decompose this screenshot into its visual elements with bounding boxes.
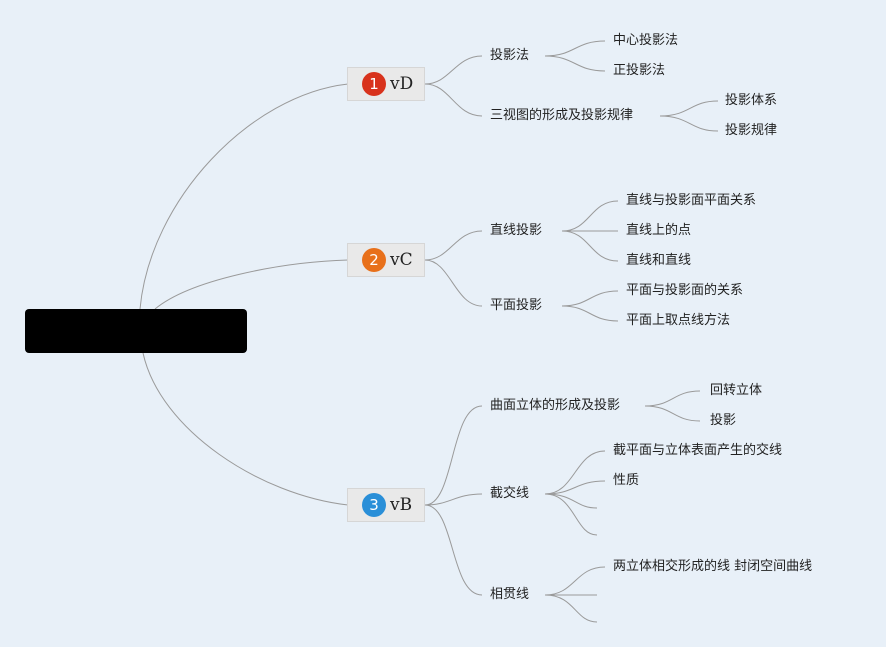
branch-2[interactable]: 2 vC [347, 243, 425, 277]
subtopic-2-1-2[interactable]: 直线上的点 [626, 223, 692, 238]
topic-1-1[interactable]: 投影法 [490, 48, 530, 63]
link-b2-t2-c2 [561, 305, 619, 322]
link-b1-t1-c2 [544, 55, 606, 72]
link-b3-t2-c3 [544, 493, 598, 509]
link-b3-t3 [424, 504, 483, 596]
subtopic-3-1-2[interactable]: 投影 [710, 413, 737, 428]
link-b1-t2 [424, 83, 483, 117]
link-b3-t1-c1 [644, 390, 701, 407]
link-b3-t2-c4 [544, 493, 598, 536]
link-b2-t1-c3 [561, 230, 619, 262]
subtopic-1-1-1[interactable]: 中心投影法 [613, 33, 679, 48]
link-b3-t2-c2 [544, 480, 606, 495]
topic-2-2[interactable]: 平面投影 [490, 298, 543, 313]
topic-3-3[interactable]: 相贯线 [490, 587, 530, 602]
link-b3-t3-c1 [544, 566, 606, 596]
subtopic-2-2-1[interactable]: 平面与投影面的关系 [626, 283, 744, 298]
number-1-badge-icon: 1 [362, 72, 386, 96]
topic-3-2[interactable]: 截交线 [490, 486, 530, 501]
topic-1-2[interactable]: 三视图的形成及投影规律 [490, 108, 634, 123]
root-topic[interactable] [25, 309, 247, 353]
subtopic-3-2-1[interactable]: 截平面与立体表面产生的交线 [613, 443, 783, 458]
link-b3-t3-c3 [544, 594, 598, 623]
subtopic-3-3-1[interactable]: 两立体相交形成的线 封闭空间曲线 [613, 559, 813, 574]
link-b2-t1 [424, 230, 483, 261]
link-b1-t1-c1 [544, 40, 606, 57]
branch-3-label: vB [390, 495, 413, 515]
link-b1-t2-c2 [659, 115, 719, 132]
subtopic-2-1-3[interactable]: 直线和直线 [626, 253, 692, 268]
subtopic-1-2-2[interactable]: 投影规律 [725, 123, 778, 138]
link-b3-t1-c2 [644, 405, 701, 422]
link-root-branch-2 [154, 259, 349, 310]
link-b2-t1-c1 [561, 200, 619, 232]
branch-3[interactable]: 3 vB [347, 488, 425, 522]
link-root-branch-3 [142, 352, 349, 506]
link-b3-t2-c1 [544, 450, 606, 495]
number-2-badge-icon: 2 [362, 248, 386, 272]
branch-1-label: vD [390, 74, 414, 94]
link-root-branch-1 [139, 83, 349, 310]
subtopic-3-2-2[interactable]: 性质 [613, 473, 640, 488]
branch-2-label: vC [390, 250, 413, 270]
number-3-badge-icon: 3 [362, 493, 386, 517]
subtopic-2-1-1[interactable]: 直线与投影面平面关系 [626, 193, 757, 208]
link-b2-t2-c1 [561, 290, 619, 307]
link-b1-t1 [424, 55, 483, 85]
subtopic-3-1-1[interactable]: 回转立体 [710, 383, 763, 398]
link-b3-t1 [424, 405, 483, 506]
subtopic-1-1-2[interactable]: 正投影法 [613, 63, 666, 78]
link-b2-t2 [424, 259, 483, 307]
subtopic-2-2-2[interactable]: 平面上取点线方法 [626, 313, 731, 328]
topic-3-1[interactable]: 曲面立体的形成及投影 [490, 398, 621, 413]
topic-2-1[interactable]: 直线投影 [490, 223, 543, 238]
subtopic-1-2-1[interactable]: 投影体系 [725, 93, 778, 108]
link-b1-t2-c1 [659, 100, 719, 117]
branch-1[interactable]: 1 vD [347, 67, 425, 101]
link-b3-t2 [424, 493, 483, 506]
